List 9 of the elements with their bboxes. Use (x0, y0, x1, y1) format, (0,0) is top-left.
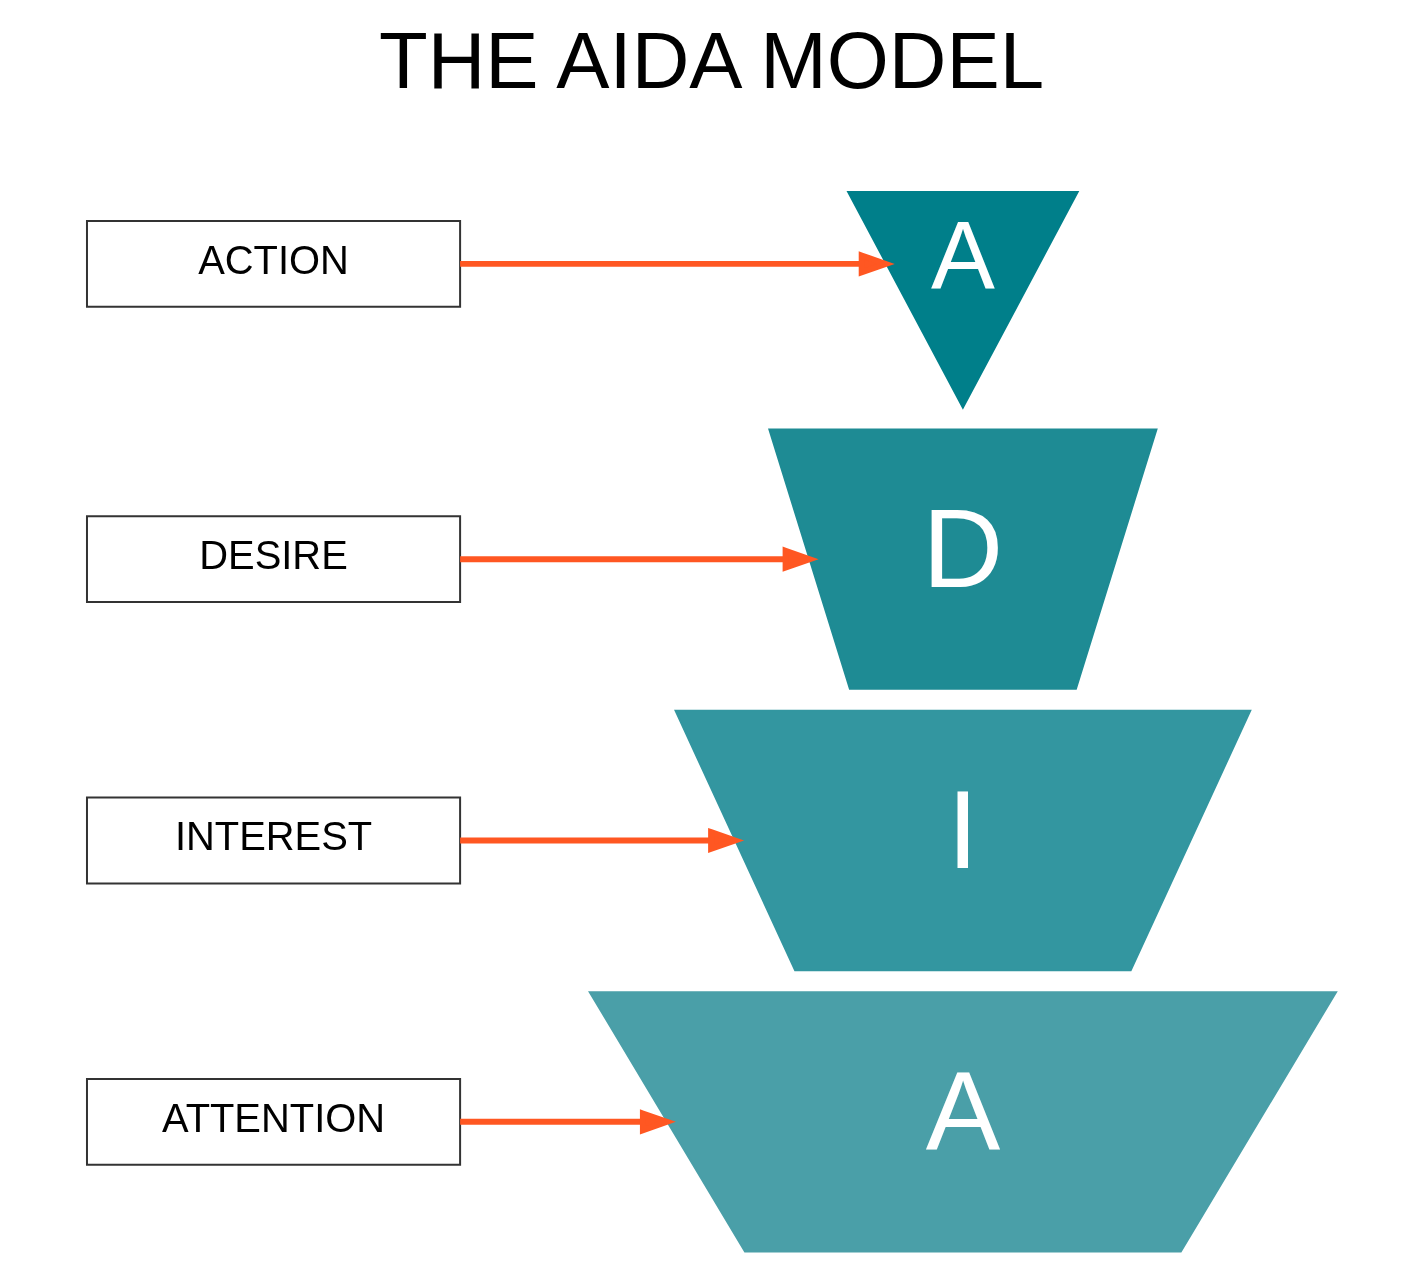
arrow (459, 546, 819, 572)
arrow (459, 827, 744, 854)
diagram-title: THE AIDA MODEL (378, 16, 1044, 106)
node-box: DESIRE (85, 515, 461, 604)
node-box: INTEREST (85, 796, 461, 885)
arrow (459, 251, 895, 277)
arrow (459, 1109, 676, 1135)
node-box: ATTENTION (85, 1077, 461, 1166)
node-box: ACTION (85, 220, 461, 308)
